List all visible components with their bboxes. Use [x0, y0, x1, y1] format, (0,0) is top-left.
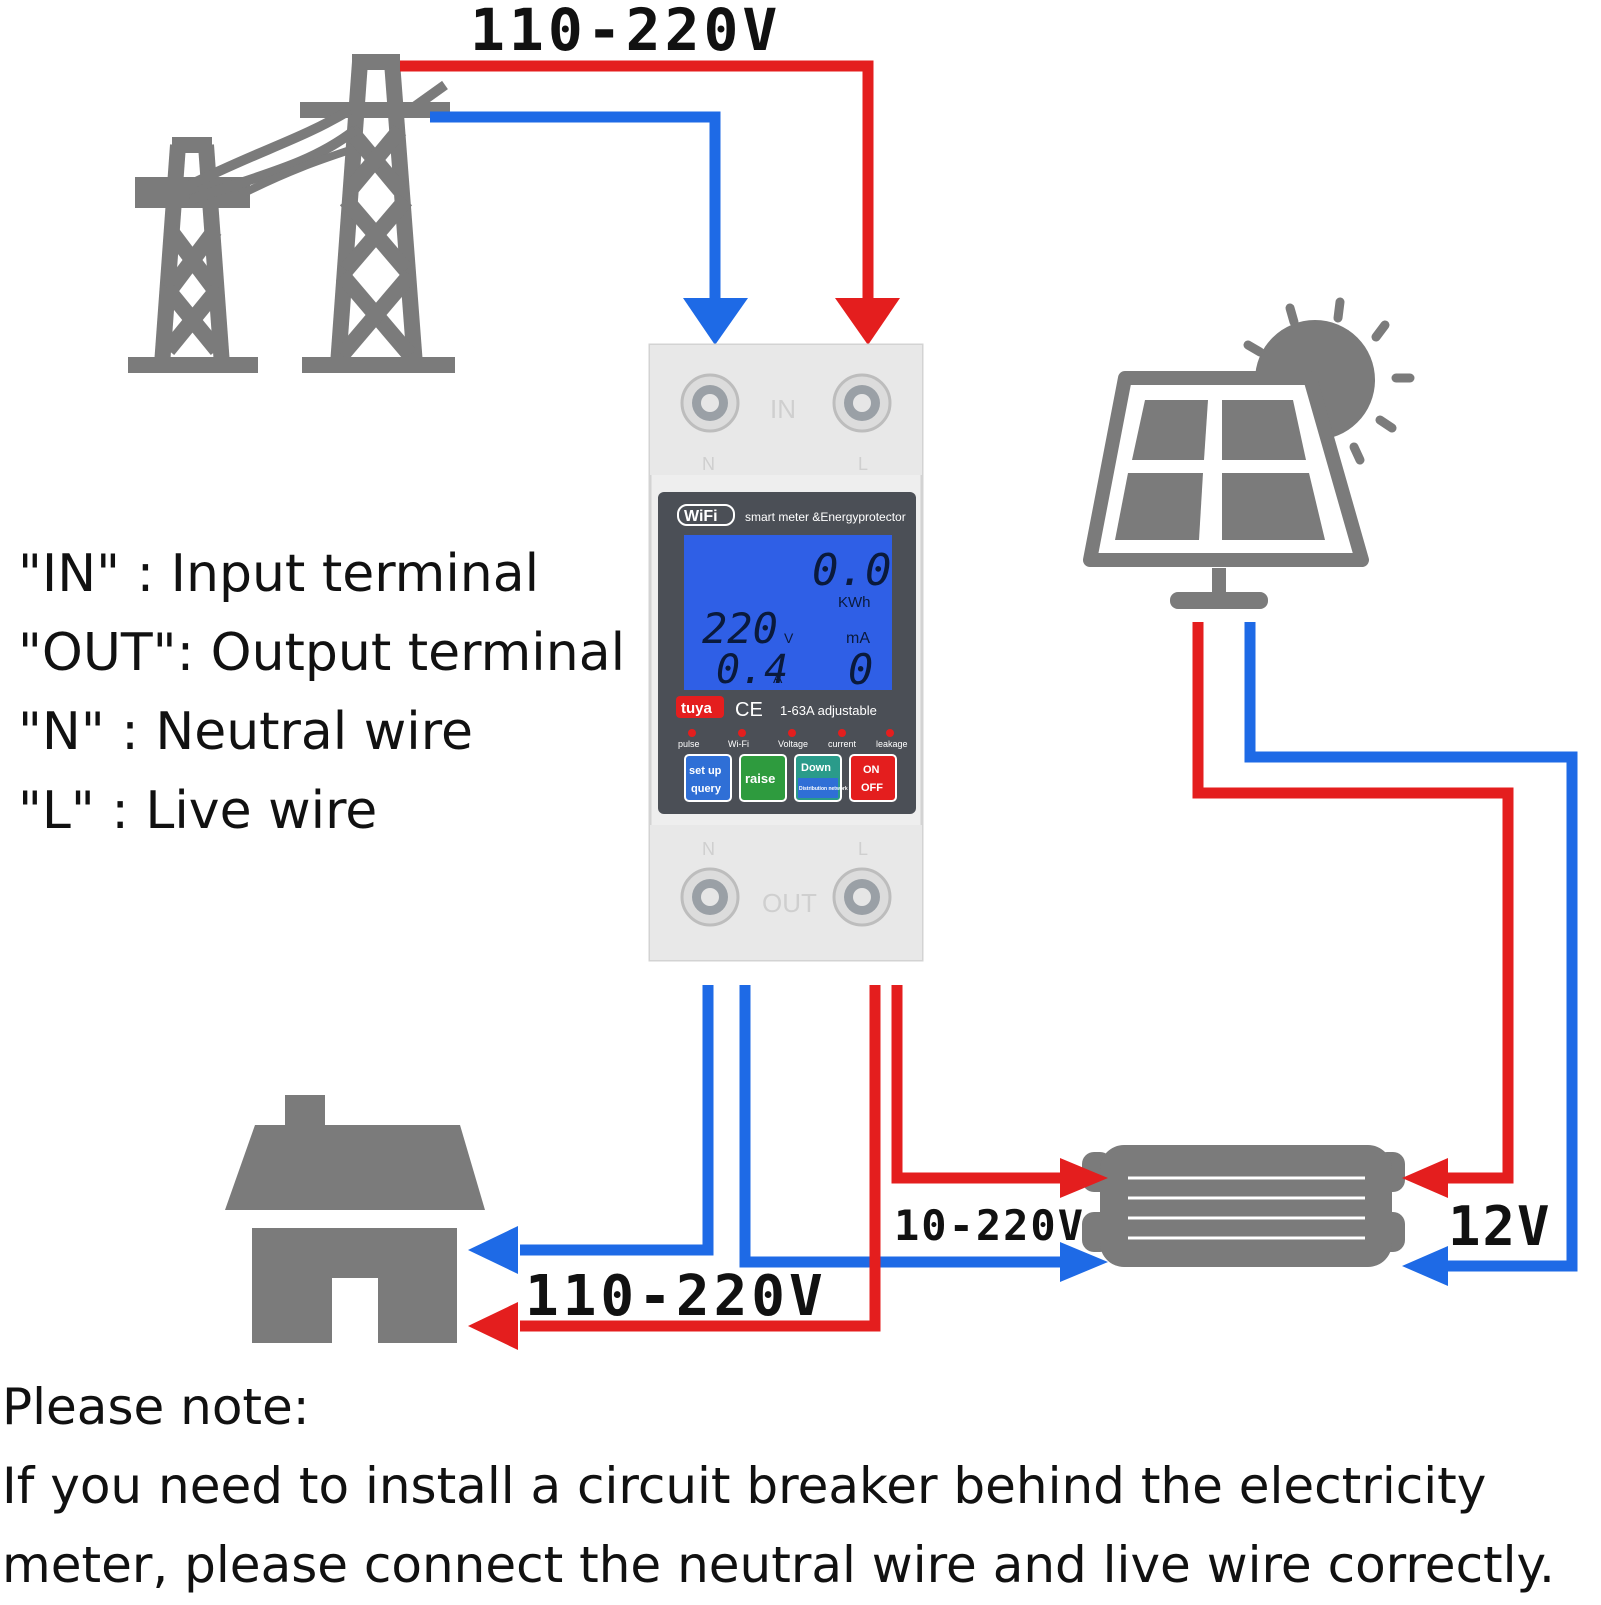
indicator-leds: pulse Wi-Fi Voltage current leakage [678, 729, 908, 749]
indicator-led-2 [788, 729, 796, 737]
note-line-1: If you need to install a circuit breaker… [2, 1457, 1487, 1515]
lcd-screen [684, 535, 892, 690]
panel-wires [1192, 622, 1578, 1272]
indicator-label-0: pulse [678, 739, 700, 749]
supply-neutral-wire [430, 111, 721, 305]
indicator-led-4 [886, 729, 894, 737]
out-live-to-inverter [891, 985, 1072, 1184]
out-neutral-to-house [520, 985, 714, 1256]
arrow-right-red-inverter [1060, 1158, 1108, 1198]
terminal-in-neutral [680, 373, 740, 433]
indicator-led-3 [838, 729, 846, 737]
arrow-left-blue-house [468, 1226, 518, 1274]
legend-out: "OUT": Output terminal [18, 623, 626, 683]
voltage-unit: V [784, 630, 794, 646]
terminal-legend: "IN" : Input terminal "OUT": Output term… [18, 535, 625, 851]
arrow-down-red [835, 298, 900, 345]
installation-note: Please note: If you need to install a ci… [2, 1368, 1598, 1605]
terminal-out-live [832, 867, 892, 927]
out-live-to-house [520, 985, 881, 1332]
terminal-in-live [832, 373, 892, 433]
top-live-mark: L [858, 454, 868, 474]
panel-voltage-label: 12V [1448, 1195, 1552, 1258]
current-unit: A [773, 670, 783, 686]
setup-query-button[interactable]: set up query [684, 754, 732, 802]
inverter-output-voltage-label: 10-220V [894, 1201, 1085, 1250]
terminal-out-neutral [680, 867, 740, 927]
arrow-left-red-12v [1402, 1158, 1448, 1198]
leak-unit: mA [846, 630, 870, 647]
legend-live: "L" : Live wire [18, 781, 378, 841]
arrow-right-blue-inverter [1060, 1242, 1108, 1282]
on-label: ON [863, 764, 880, 776]
terminal-out-label: OUT [762, 888, 817, 918]
voltage-value: 220 [702, 604, 778, 653]
current-value: 0.4 [716, 647, 788, 693]
raise-button[interactable]: raise [739, 754, 787, 802]
down-label: Down [801, 762, 831, 774]
down-network-button[interactable]: Down Distribution network [794, 754, 848, 802]
solar-panel-icon [1083, 371, 1369, 609]
power-tower-icon [128, 54, 455, 373]
smart-meter-device: IN N L OUT N L WiFi smart meter &Energyp… [648, 343, 924, 962]
arrow-down-blue [683, 298, 748, 345]
panel-live-wire [1192, 622, 1514, 1184]
distribution-label: Distribution network [799, 786, 848, 792]
device-title: smart meter &Energyprotector [745, 510, 906, 524]
ce-mark: CE [735, 699, 763, 721]
arrow-left-blue-12v [1402, 1246, 1448, 1286]
query-label: query [691, 783, 722, 795]
inverter-wires [739, 985, 1072, 1268]
top-neutral-mark: N [702, 454, 715, 474]
energy-value: 0.0 [812, 545, 891, 596]
off-label: OFF [861, 782, 883, 794]
panel-neutral-wire [1244, 622, 1578, 1272]
indicator-led-1 [738, 729, 746, 737]
arrow-left-red-house [468, 1302, 518, 1350]
house-icon [225, 1095, 485, 1343]
house-voltage-label: 110-220V [525, 1264, 827, 1329]
brand-logo: tuya [681, 700, 713, 717]
out-neutral-to-inverter [739, 985, 1072, 1268]
terminal-in-label: IN [770, 394, 796, 424]
inverter-icon [1082, 1145, 1405, 1267]
indicator-label-3: current [828, 739, 857, 749]
indicator-label-4: leakage [876, 739, 908, 749]
on-off-button[interactable]: ON OFF [849, 754, 897, 802]
rating-text: 1-63A adjustable [780, 703, 877, 718]
wifi-badge: WiFi [684, 508, 718, 525]
house-wires [520, 985, 881, 1332]
indicator-label-1: Wi-Fi [728, 739, 749, 749]
legend-neutral: "N" : Neutral wire [18, 702, 473, 762]
bottom-live-mark: L [858, 839, 868, 859]
indicator-label-2: Voltage [778, 739, 808, 749]
supply-live-wire [400, 60, 874, 305]
raise-label: raise [745, 771, 775, 786]
energy-unit: KWh [838, 594, 871, 611]
leak-value: 0 [848, 645, 873, 694]
indicator-led-0 [688, 729, 696, 737]
supply-wires [400, 60, 874, 305]
bottom-neutral-mark: N [702, 839, 715, 859]
setup-label: set up [689, 765, 722, 777]
top-voltage-label: 110-220V [470, 0, 781, 64]
note-heading: Please note: [2, 1378, 310, 1436]
legend-in: "IN" : Input terminal [18, 544, 540, 604]
note-line-2: meter, please connect the neutral wire a… [2, 1536, 1555, 1594]
